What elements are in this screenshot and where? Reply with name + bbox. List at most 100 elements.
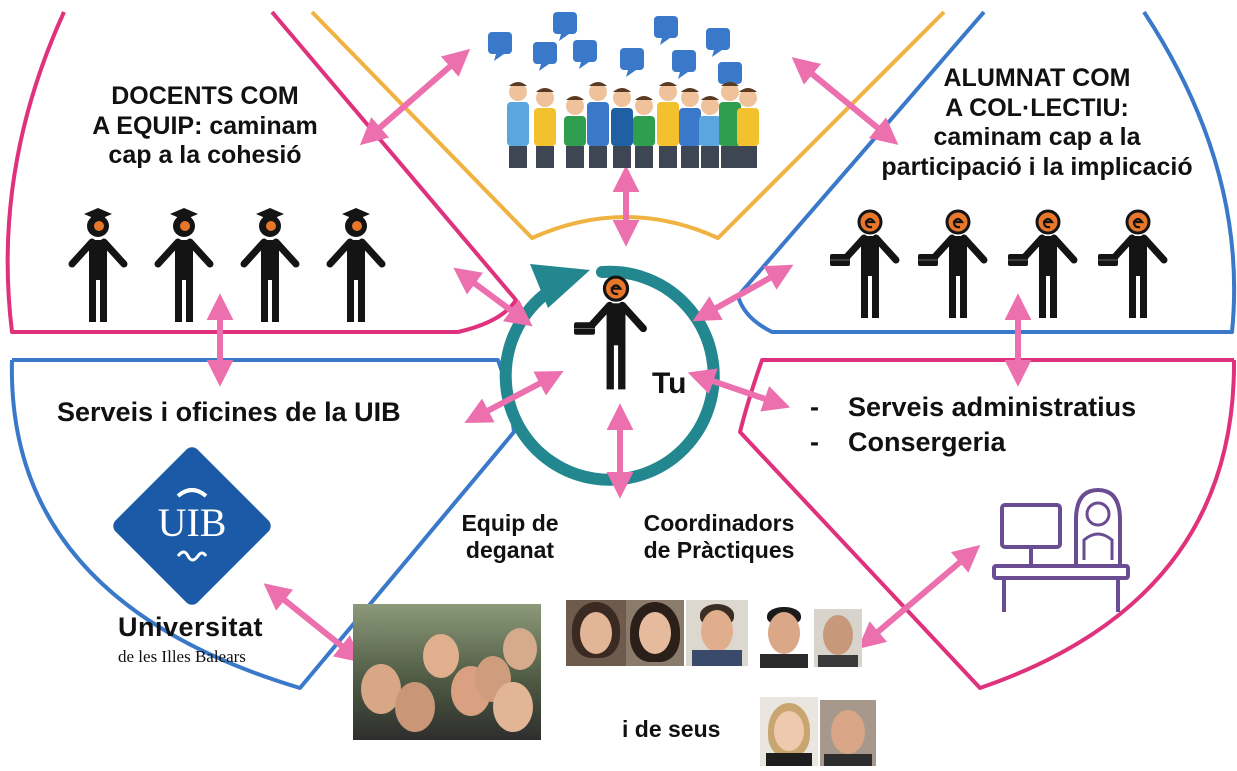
crowd-hair-5 <box>613 88 631 92</box>
right-leg <box>1140 274 1147 318</box>
crowd-legs-11 <box>739 146 757 168</box>
serveis-admin-item-2: -Consergeria <box>810 425 1136 460</box>
teacher-figure-2 <box>154 208 214 322</box>
right-leg <box>358 278 365 322</box>
uib-logo-mark: UIB <box>158 500 227 545</box>
right-leg <box>272 278 279 322</box>
uib-logo-diamond <box>113 447 271 605</box>
equip-deganat-line-2: deganat <box>465 537 555 564</box>
right-leg <box>960 274 967 318</box>
arrow-reception-coords <box>857 545 981 649</box>
crowd-legs-5 <box>613 146 631 168</box>
speech-bubble-tail-6 <box>660 38 670 45</box>
student-figure-3 <box>1008 209 1078 318</box>
left-arm <box>326 238 354 268</box>
monitor <box>1000 503 1062 549</box>
speech-bubble-9 <box>718 62 742 84</box>
alumnat-line-1: ALUMNAT COM <box>943 64 1131 92</box>
left-leg <box>89 278 96 322</box>
student-figure-1 <box>830 209 900 318</box>
crowd-legs-2 <box>536 146 554 168</box>
crowd-hair-8 <box>681 88 699 92</box>
torso <box>1129 236 1147 276</box>
equip-deganat-label: Equip de deganat <box>440 510 580 564</box>
right-arm <box>1050 234 1078 264</box>
badge <box>94 221 104 231</box>
seus-photo-2 <box>820 700 876 766</box>
right-arm <box>100 238 128 268</box>
coordinator-photo-1 <box>566 600 626 666</box>
coordinator-photo-2 <box>626 600 684 666</box>
badge <box>352 221 362 231</box>
e-mark-glyph <box>864 217 877 229</box>
alumnat-line-2: A COL·LECTIU: <box>945 93 1129 122</box>
crowd-shirt-9 <box>699 116 721 146</box>
torso <box>861 236 879 276</box>
speech-bubble-tail-3 <box>559 34 569 41</box>
speech-bubble-1 <box>488 32 512 54</box>
crowd-head-5 <box>613 89 631 107</box>
left-leg <box>175 278 182 322</box>
crowd-legs-10 <box>721 146 739 168</box>
arrow-docents-crowd <box>359 48 471 146</box>
cap-band <box>177 214 191 219</box>
head-outline <box>857 209 883 235</box>
docents-line-2: A EQUIP: caminam <box>92 111 318 140</box>
crowd-legs-7 <box>659 146 677 168</box>
receptionist-head <box>1085 501 1111 527</box>
crowd-legs-9 <box>701 146 719 168</box>
e-mark-glyph <box>610 284 623 296</box>
cycle-ring-arrowhead <box>530 264 590 308</box>
crowd-legs-3 <box>566 146 584 168</box>
deganat-team-photo <box>353 604 541 740</box>
equip-deganat-line-1: Equip de <box>461 510 559 536</box>
docents-label: DOCENTS COM A EQUIP: caminam cap a la co… <box>70 82 340 171</box>
right-arm <box>1140 234 1168 264</box>
speech-bubble-5 <box>620 48 644 70</box>
uib-logo-name: Universitat <box>118 612 264 642</box>
torso <box>261 240 279 280</box>
crowd-head-10 <box>721 83 739 101</box>
torso <box>89 240 107 280</box>
left-leg <box>261 278 268 322</box>
crowd-head-3 <box>566 97 584 115</box>
crowd-shirt-11 <box>737 108 759 146</box>
student-figure-4 <box>1098 209 1168 318</box>
community-crowd-icon <box>488 12 759 168</box>
crowd-shirt-2 <box>534 108 556 146</box>
badge <box>180 221 190 231</box>
receptionist-body <box>1082 532 1114 560</box>
right-leg <box>1050 274 1057 318</box>
coordinator-photo-5 <box>814 609 862 667</box>
left-leg <box>861 274 868 318</box>
cap-band <box>349 214 363 219</box>
left-leg <box>949 274 956 318</box>
crowd-shirt-7 <box>657 102 679 146</box>
head-outline <box>602 275 630 302</box>
crowd-shirt-4 <box>587 102 609 146</box>
speech-bubble-7 <box>672 50 696 72</box>
seus-photo-1 <box>760 697 818 766</box>
crowd-legs-4 <box>589 146 607 168</box>
crowd-hair-2 <box>536 88 554 92</box>
uib-logo-wave <box>176 550 208 562</box>
seus-label: i de seus <box>622 716 721 742</box>
speech-bubble-4 <box>573 40 597 62</box>
left-arm <box>240 238 268 268</box>
head-outline <box>945 209 971 235</box>
head-outline <box>1035 209 1061 235</box>
teacher-figure-1 <box>68 208 128 322</box>
alumnat-line-3: caminam cap a la <box>933 123 1141 151</box>
crowd-legs-6 <box>635 146 653 168</box>
crowd-shirt-1 <box>507 102 529 146</box>
right-arm <box>960 234 988 264</box>
right-leg <box>100 278 107 322</box>
arrow-uib-deganat <box>263 583 363 663</box>
speech-bubble-8 <box>706 28 730 50</box>
crowd-shirt-8 <box>679 108 701 146</box>
crowd-shirt-3 <box>564 116 586 146</box>
serveis-admin-list: -Serveis administratius -Consergeria <box>810 390 1136 460</box>
right-arm <box>618 301 647 333</box>
cap-band <box>263 214 277 219</box>
